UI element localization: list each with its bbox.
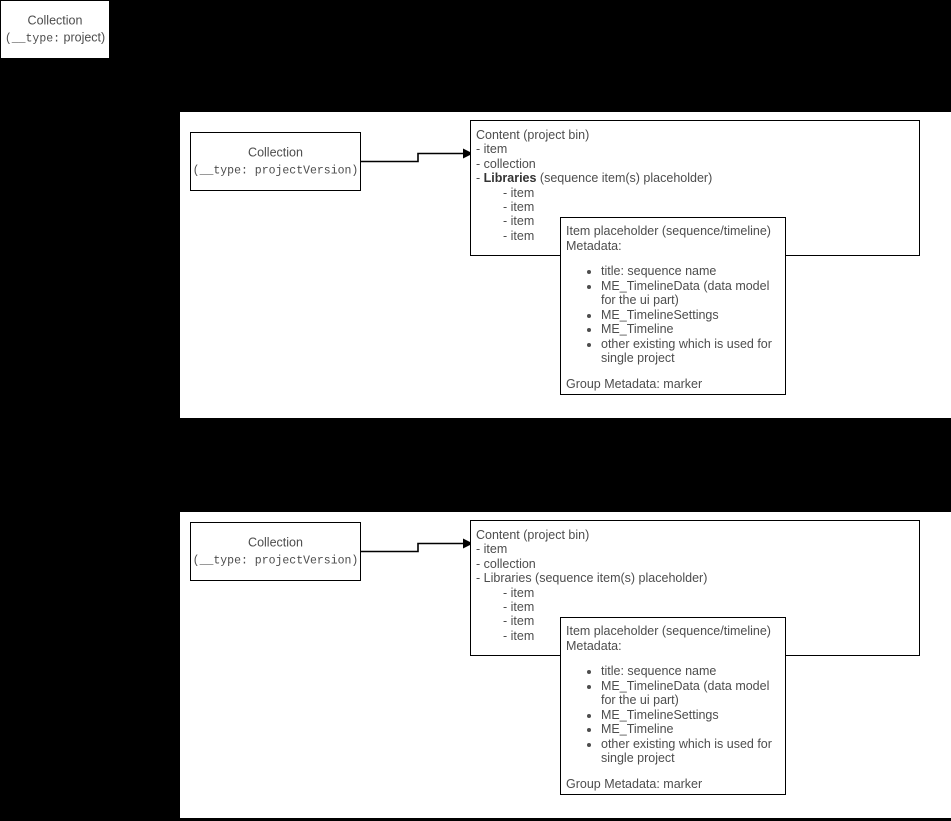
content-box-2-libraries-label: Libraries bbox=[483, 571, 532, 586]
content-box-1-header: Content (project bin) bbox=[476, 128, 590, 142]
collection-box-1-line2: (__type: projectVersion) bbox=[191, 161, 360, 179]
metadata-item: ME_TimelineSettings bbox=[601, 308, 785, 323]
content-box-2-libraries-suffix: (sequence item(s) placeholder) bbox=[531, 571, 708, 586]
content-box-2-subitem: - item bbox=[503, 628, 535, 643]
collection-box-2-text: Collection (__type: projectVersion) bbox=[191, 534, 360, 569]
metadata-item: ME_TimelineData (data model for the ui p… bbox=[601, 279, 785, 308]
collection-box-1: Collection (__type: projectVersion) bbox=[190, 132, 361, 191]
content-box-1-row-item: - item bbox=[476, 142, 508, 157]
collection-box-2-line1: Collection bbox=[248, 535, 303, 549]
project-collection-line1: Collection bbox=[27, 13, 83, 27]
item-placeholder-2-footer: Group Metadata: marker bbox=[566, 776, 703, 791]
item-placeholder-box-1: Item placeholder (sequence/timeline) Met… bbox=[560, 217, 786, 395]
metadata-item: ME_TimelineData (data model for the ui p… bbox=[601, 679, 785, 708]
metadata-item: title: sequence name bbox=[601, 664, 785, 679]
metadata-item: ME_Timeline bbox=[601, 322, 785, 337]
metadata-item: other existing which is used for single … bbox=[601, 737, 785, 766]
content-box-1-subitem: - item bbox=[503, 214, 535, 229]
content-box-1-row-libraries: - Libraries (sequence item(s) placeholde… bbox=[476, 171, 713, 186]
collection-box-2: Collection (__type: projectVersion) bbox=[190, 522, 361, 581]
content-box-1-libraries-suffix: (sequence item(s) placeholder) bbox=[536, 171, 713, 186]
content-box-1-subitem: - item bbox=[503, 200, 535, 215]
content-box-1-subitem: - item bbox=[503, 228, 535, 243]
content-box-2-row-collection: - collection bbox=[476, 556, 536, 571]
item-placeholder-1-header: Item placeholder (sequence/timeline) bbox=[566, 224, 771, 238]
item-placeholder-2-header: Item placeholder (sequence/timeline) bbox=[566, 624, 771, 638]
project-type-key: (__type: bbox=[4, 32, 61, 45]
collection-box-1-type-value: projectVersion) bbox=[247, 164, 359, 177]
project-collection-line2: (__type: project) bbox=[1, 29, 109, 47]
content-box-1: Content (project bin) - item - collectio… bbox=[470, 120, 920, 256]
content-box-1-subitem: - item bbox=[503, 185, 535, 200]
content-box-2-row-libraries: - Libraries (sequence item(s) placeholde… bbox=[476, 571, 708, 586]
project-type-value: project) bbox=[60, 30, 106, 44]
content-box-2-header: Content (project bin) bbox=[476, 528, 590, 542]
item-placeholder-1-metadata-label: Metadata: bbox=[566, 238, 622, 253]
project-collection-box: Collection (__type: project) bbox=[0, 0, 110, 59]
content-box-2-subitem: - item bbox=[503, 600, 535, 615]
content-box-2-row-item: - item bbox=[476, 542, 508, 557]
collection-box-2-line2: (__type: projectVersion) bbox=[191, 551, 360, 569]
metadata-item: ME_TimelineSettings bbox=[601, 708, 785, 723]
item-placeholder-1-footer: Group Metadata: marker bbox=[566, 376, 703, 391]
collection-box-1-line1: Collection bbox=[248, 145, 303, 159]
item-placeholder-1-metadata-list: title: sequence name ME_TimelineData (da… bbox=[566, 264, 785, 366]
metadata-item: ME_Timeline bbox=[601, 722, 785, 737]
item-placeholder-2-metadata-list: title: sequence name ME_TimelineData (da… bbox=[566, 664, 785, 766]
content-box-2-subitem: - item bbox=[503, 614, 535, 629]
content-box-1-libraries-label: Libraries bbox=[483, 171, 537, 186]
collection-box-2-type-key: (__type: bbox=[192, 554, 248, 567]
project-collection-text: Collection (__type: project) bbox=[1, 12, 109, 47]
metadata-item: other existing which is used for single … bbox=[601, 337, 785, 366]
collection-box-2-type-value: projectVersion) bbox=[247, 554, 359, 567]
item-placeholder-2-metadata-label: Metadata: bbox=[566, 638, 622, 653]
content-box-2-subitem: - item bbox=[503, 585, 535, 600]
collection-box-1-type-key: (__type: bbox=[192, 164, 248, 177]
content-box-1-row-collection: - collection bbox=[476, 156, 536, 171]
arrow-collection-to-content-2 bbox=[360, 538, 473, 553]
metadata-item: title: sequence name bbox=[601, 264, 785, 279]
collection-box-1-text: Collection (__type: projectVersion) bbox=[191, 144, 360, 179]
arrow-collection-to-content-1 bbox=[360, 148, 473, 163]
item-placeholder-box-2: Item placeholder (sequence/timeline) Met… bbox=[560, 617, 786, 795]
